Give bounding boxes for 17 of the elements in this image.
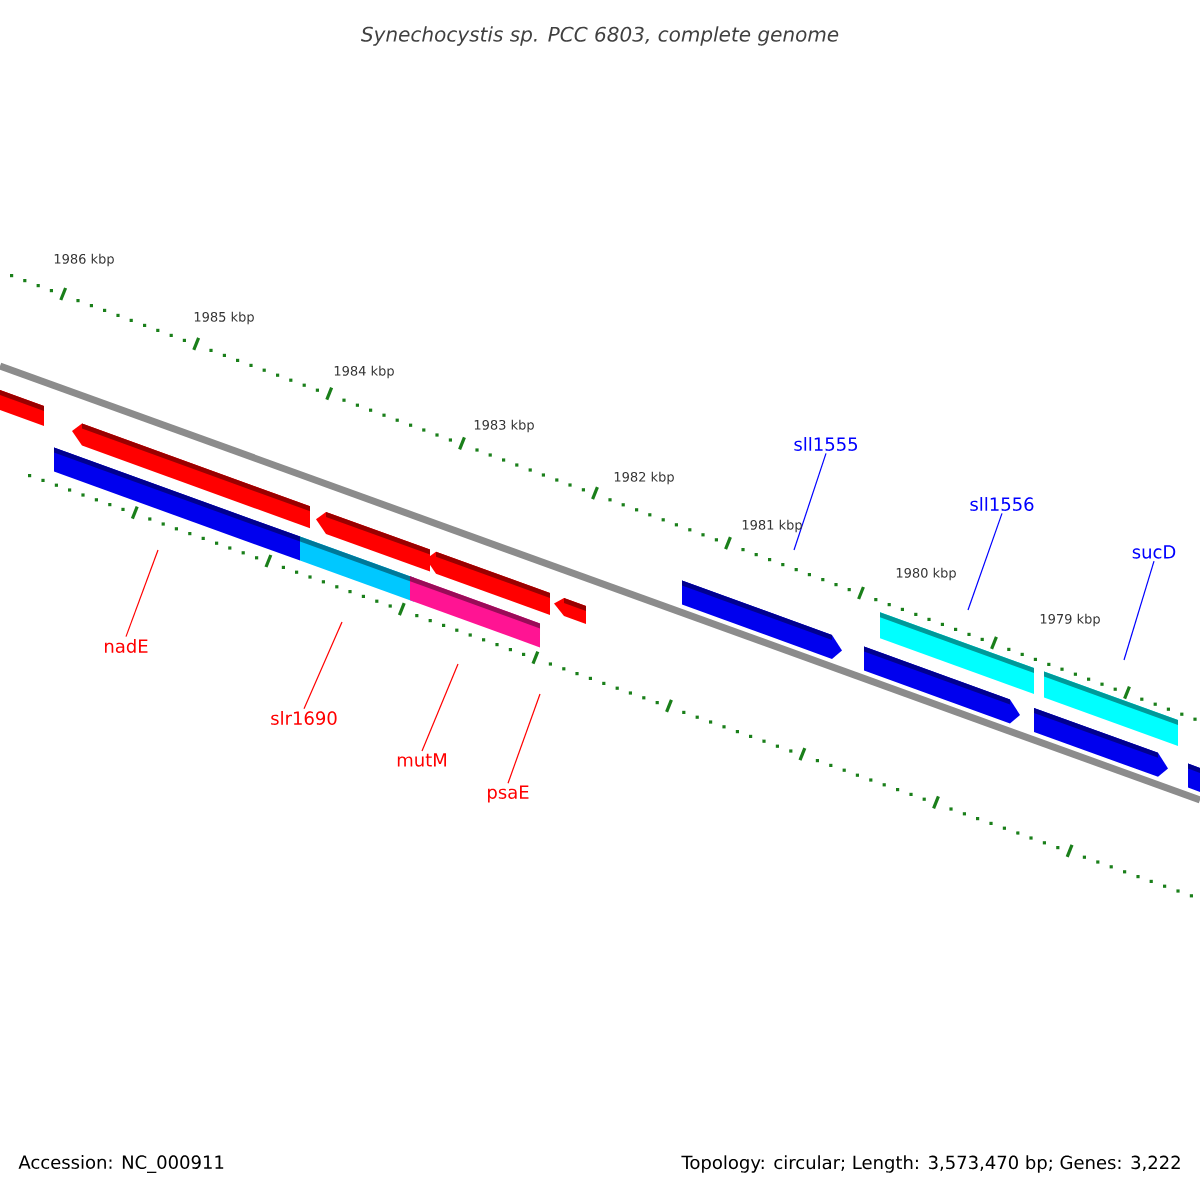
leader-line (125, 549, 159, 638)
gene-label: sll1555 (794, 437, 857, 451)
gene-label: sucD (1132, 545, 1176, 559)
gene-label: nadE (105, 639, 148, 653)
gene-label: slr1690 (271, 711, 337, 725)
accession-text: Accession: NC_000911 (18, 1155, 224, 1173)
leader-line (507, 693, 541, 784)
leader-line (303, 621, 343, 710)
leader-line (967, 512, 1003, 611)
title: Synechocystis sp. PCC 6803, complete genome (361, 26, 839, 46)
leader-line (793, 452, 827, 551)
gene-label: sll1556 (970, 497, 1034, 511)
gene-label: psaE (488, 785, 529, 803)
leader-line (1123, 560, 1155, 661)
gene-label: mutM (397, 753, 446, 767)
leader-line (421, 663, 459, 752)
genome-info-text: Topology: circular; Length: 3,573,470 bp; Genes: 3,222 (681, 1155, 1180, 1173)
